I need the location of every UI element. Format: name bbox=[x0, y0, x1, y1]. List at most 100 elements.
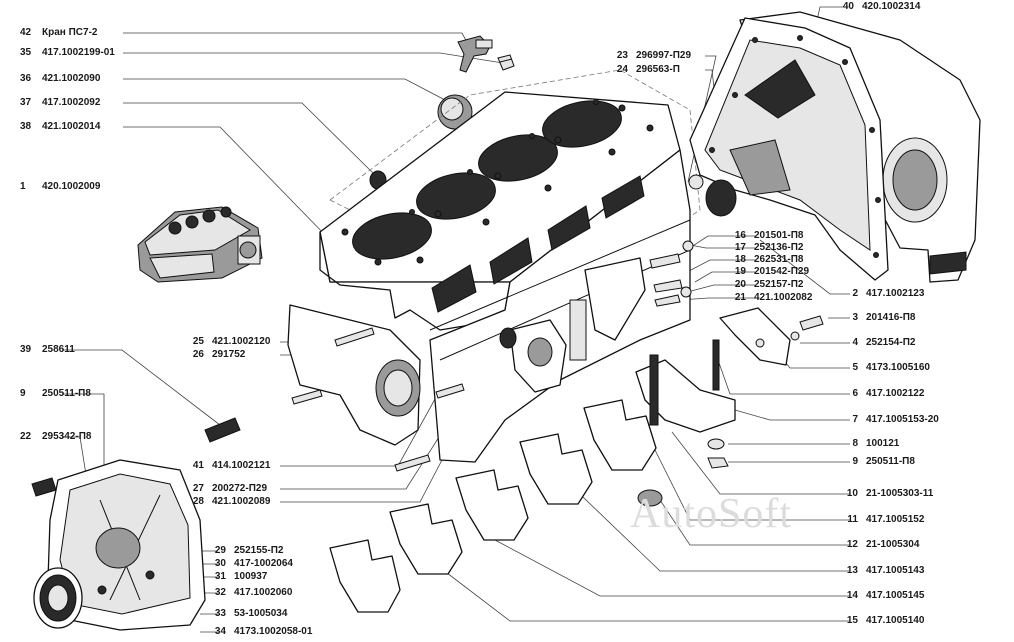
callout-label: 23 296997-П29 bbox=[606, 50, 691, 62]
callout-part-code: 4173.1005160 bbox=[866, 362, 930, 373]
callout-number: 14 bbox=[846, 590, 858, 601]
callout-number: 25 bbox=[192, 336, 204, 347]
callout-number: 20 bbox=[734, 279, 746, 290]
callout-part-code: 421.1002082 bbox=[754, 292, 813, 303]
callout-number: 13 bbox=[846, 565, 858, 576]
callout-part-code: 417.1002123 bbox=[866, 288, 925, 299]
callout-number: 11 bbox=[847, 514, 858, 525]
callout-number: 5 bbox=[852, 362, 858, 373]
callout-label: 28 421.1002089 bbox=[182, 496, 271, 508]
callout-number: 33 bbox=[214, 608, 226, 619]
callout-number: 23 bbox=[616, 50, 628, 61]
callout-part-code: 262531-П8 bbox=[754, 254, 804, 265]
main-bearing-caps bbox=[329, 399, 663, 613]
callout-part-code: 417.1005145 bbox=[866, 590, 925, 601]
callout-number: 31 bbox=[214, 571, 226, 582]
callout-part-code: 21-1005304 bbox=[866, 539, 920, 550]
dowel-part bbox=[688, 174, 704, 190]
callout-number: 26 bbox=[192, 349, 204, 360]
callout-part-code: 296997-П29 bbox=[636, 50, 692, 61]
callout-number: 4 bbox=[852, 337, 858, 348]
callout-part-code: 421.1002090 bbox=[42, 73, 101, 84]
callout-number: 12 bbox=[846, 539, 858, 550]
callout-number: 1 bbox=[20, 181, 26, 192]
callout-part-code: 258611 bbox=[42, 344, 75, 355]
callout-part-code: 252157-П2 bbox=[754, 279, 804, 290]
callout-label: 41 414.1002121 bbox=[182, 460, 271, 472]
callout-label: 10 21-1005303-11 bbox=[836, 488, 933, 500]
callout-number: 21 bbox=[734, 292, 746, 303]
callout-label: 39 258611 bbox=[20, 344, 75, 356]
callout-part-code: 291752 bbox=[212, 349, 246, 360]
callout-number: 27 bbox=[192, 483, 204, 494]
callout-label: 27 200272-П29 bbox=[182, 483, 267, 495]
callout-label: 1 420.1002009 bbox=[20, 181, 100, 193]
callout-number: 8 bbox=[852, 438, 858, 449]
callout-number: 19 bbox=[734, 266, 746, 277]
callout-label: 40 420.1002314 bbox=[832, 1, 921, 13]
callout-number: 40 bbox=[842, 1, 854, 12]
callout-part-code: 414.1002121 bbox=[212, 460, 271, 471]
callout-part-code: 421.1002120 bbox=[212, 336, 271, 347]
callout-number: 36 bbox=[20, 73, 32, 84]
callout-label: 5 4173.1005160 bbox=[836, 362, 930, 374]
callout-number: 39 bbox=[20, 344, 32, 355]
callout-part-code: 200272-П29 bbox=[212, 483, 268, 494]
callout-part-code: 21-1005303-11 bbox=[866, 488, 934, 499]
cylinder-block bbox=[287, 69, 701, 463]
callout-part-code: 420.1002009 bbox=[42, 181, 101, 192]
callout-part-code: 420.1002314 bbox=[862, 1, 921, 12]
callout-part-code: 417.1005143 bbox=[866, 565, 925, 576]
callout-label: 14 417.1005145 bbox=[836, 590, 925, 602]
callout-number: 32 bbox=[214, 587, 226, 598]
small-fitting-part bbox=[497, 54, 515, 71]
callout-part-code: 100121 bbox=[866, 438, 900, 449]
callout-label: 36 421.1002090 bbox=[20, 73, 100, 85]
callout-part-code: 53-1005034 bbox=[234, 608, 288, 619]
callout-number: 3 bbox=[852, 312, 858, 323]
callout-part-code: 417.1002092 bbox=[42, 97, 101, 108]
callout-number: 24 bbox=[616, 64, 628, 75]
callout-label: 24 296563-П bbox=[606, 64, 680, 76]
callout-number: 9 bbox=[20, 388, 26, 399]
callout-number: 41 bbox=[192, 460, 204, 471]
callout-label: 2 417.1002123 bbox=[836, 288, 924, 300]
bolt-washer-set bbox=[755, 315, 824, 348]
rear-bearing-cap bbox=[635, 307, 791, 469]
callout-part-code: 421.1002089 bbox=[212, 496, 271, 507]
engine-assembly-thumbnail bbox=[137, 206, 263, 283]
callout-number: 35 bbox=[20, 47, 32, 58]
callout-part-code: 201542-П29 bbox=[754, 266, 810, 277]
callout-part-code: 417-1002064 bbox=[234, 558, 293, 569]
callout-label: 12 21-1005304 bbox=[836, 539, 920, 551]
callout-part-code: 252155-П2 bbox=[234, 545, 284, 556]
callout-number: 2 bbox=[852, 288, 858, 299]
callout-number: 29 bbox=[214, 545, 226, 556]
callout-part-code: 417.1002199-01 bbox=[42, 47, 115, 58]
callout-number: 28 bbox=[192, 496, 204, 507]
plate-bolt-holes bbox=[709, 35, 881, 258]
callout-label: 33 53-1005034 bbox=[204, 608, 288, 620]
callout-label: 29 252155-П2 bbox=[204, 545, 284, 557]
callout-number: 10 bbox=[846, 488, 858, 499]
callout-label: 19 201542-П29 bbox=[724, 266, 809, 278]
seal-plug-part bbox=[705, 179, 737, 217]
callout-part-code: 296563-П bbox=[636, 64, 680, 75]
